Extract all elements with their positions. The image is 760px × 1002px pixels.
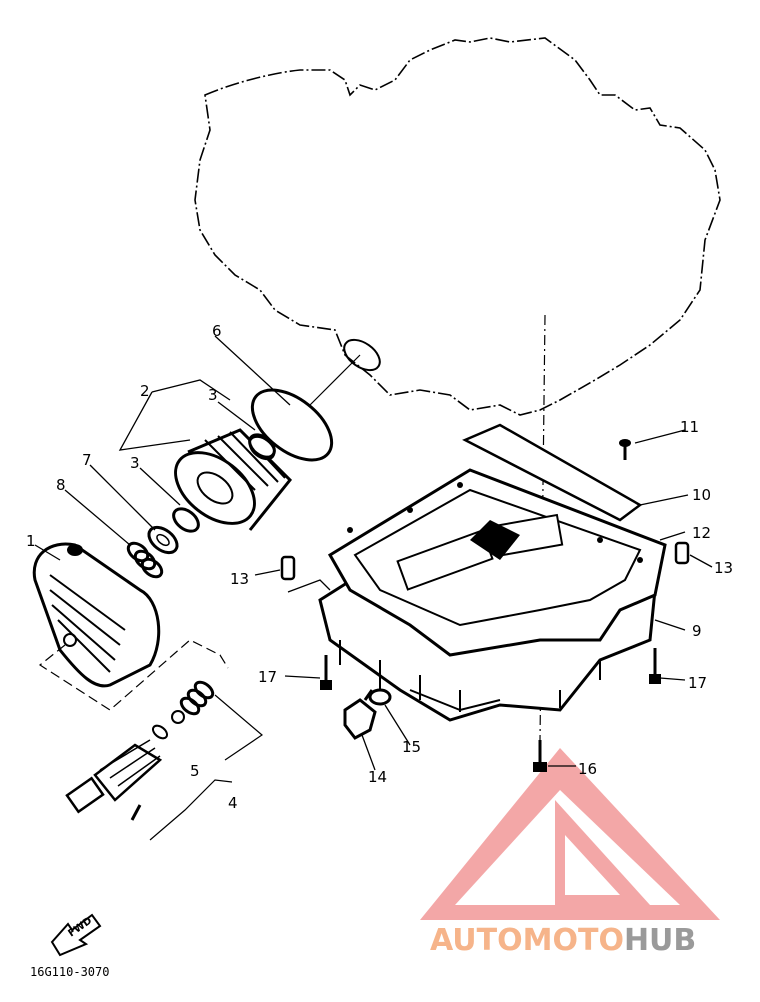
callout-9: 9 (692, 622, 702, 640)
bolt-left-17 (320, 655, 332, 690)
ball (171, 710, 185, 724)
callout-1: 1 (26, 532, 36, 550)
callout-12: 12 (692, 524, 711, 542)
screw-11 (619, 439, 631, 460)
leader-lines (34, 335, 713, 771)
callout-16: 16 (578, 760, 597, 778)
drain-plug (343, 689, 377, 740)
group-bracket-1 (38, 639, 229, 711)
forward-arrow-icon: FWD (50, 913, 102, 957)
callout-17-left: 17 (258, 668, 277, 686)
callout-14: 14 (368, 768, 387, 786)
callout-3-lower: 3 (130, 454, 140, 472)
callout-2: 2 (140, 382, 150, 400)
watermark-logo-icon (420, 748, 720, 920)
washer-7 (147, 525, 179, 555)
engine-filter-boss (343, 338, 381, 372)
dowel-right (674, 541, 690, 565)
washer-upper (248, 433, 276, 459)
callout-15: 15 (402, 738, 421, 756)
bolt-16 (533, 740, 547, 772)
dowel-left (280, 555, 296, 581)
filter-cover (32, 542, 161, 688)
o-ring-small (151, 724, 169, 740)
callout-5: 5 (190, 762, 200, 780)
figure-code: 16G110-3070 (30, 965, 109, 979)
watermark-text: AUTOMOTOHUB (430, 923, 696, 958)
washer-lower (172, 507, 200, 533)
callout-8: 8 (56, 476, 66, 494)
o-ring-large (250, 388, 334, 462)
callout-13-left: 13 (230, 570, 249, 588)
callout-3-upper: 3 (208, 386, 218, 404)
callout-10: 10 (692, 486, 711, 504)
callout-13-right: 13 (714, 559, 733, 577)
oil-filter-element (174, 428, 293, 531)
callout-17-right: 17 (688, 674, 707, 692)
spring-8 (126, 541, 164, 579)
spring-4 (179, 680, 215, 716)
callout-11: 11 (680, 418, 699, 436)
group-bracket-4 (149, 694, 263, 841)
relief-valve-bolt (65, 739, 163, 821)
watermark-part1: AUTOMOTO (430, 923, 624, 958)
callout-4: 4 (228, 794, 238, 812)
callout-7: 7 (82, 451, 92, 469)
bolt-right-17 (649, 648, 661, 684)
watermark-part2: HUB (624, 923, 696, 958)
drain-plug-gasket (368, 688, 392, 706)
engine-outline (194, 37, 721, 416)
oil-pan (318, 468, 667, 722)
callout-6: 6 (212, 322, 222, 340)
